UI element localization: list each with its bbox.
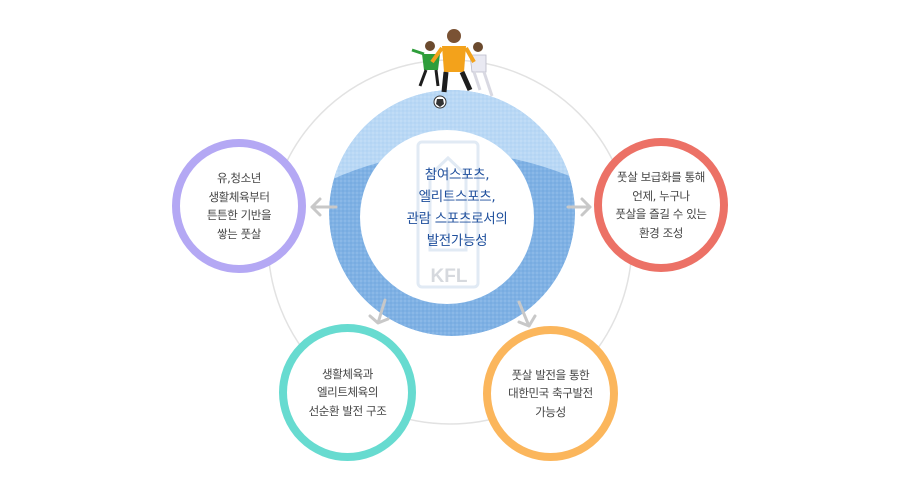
center-line: 엘리트스포츠, xyxy=(418,189,496,205)
arrow-right-icon xyxy=(566,197,592,217)
goal-circle-national-football: 풋살 발전을 통한 대한민국 축구발전 가능성 xyxy=(483,326,618,461)
node-line: 엘리트체육의 xyxy=(316,385,379,400)
kfl-watermark-text: KFL xyxy=(431,266,468,287)
arrow-down-left-icon xyxy=(368,298,390,325)
node-line: 언제, 누구나 xyxy=(632,188,690,203)
node-line: 쌓는 풋살 xyxy=(217,226,261,241)
node-line: 튼튼한 기반을 xyxy=(206,208,272,222)
node-line: 풋살을 즐길 수 있는 xyxy=(615,207,707,221)
node-line: 생활체육과 xyxy=(322,366,373,381)
goal-circle-popularization: 풋살 보급화를 통해 언제, 누구나 풋살을 즐길 수 있는 환경 조성 xyxy=(594,138,728,272)
node-line: 가능성 xyxy=(535,404,566,419)
center-line: 발전가능성 xyxy=(426,233,488,249)
node-line: 풋살 발전을 통한 xyxy=(511,367,590,382)
center-line: 관람 스포츠로서의 xyxy=(406,211,508,227)
node-line: 풋살 보급화를 통해 xyxy=(617,170,705,184)
center-vision-text: 참여스포츠, 엘리트스포츠, 관람 스포츠로서의 발전가능성 xyxy=(367,164,547,252)
center-line: 참여스포츠, xyxy=(424,167,490,183)
center-disc xyxy=(360,130,534,304)
kfl-emblem-watermark xyxy=(416,140,480,289)
node-line: 유,청소년 xyxy=(217,171,261,185)
soccer-players-image xyxy=(411,29,494,109)
node-line: 환경 조성 xyxy=(639,225,683,240)
goal-circle-youth: 유,청소년 생활체육부터 튼튼한 기반을 쌓는 풋살 xyxy=(172,139,306,273)
node-line: 생활체육부터 xyxy=(208,189,270,204)
arrow-down-right-icon xyxy=(517,300,537,328)
goal-circle-virtuous-cycle: 생활체육과 엘리트체육의 선순환 발전 구조 xyxy=(279,324,416,461)
node-line: 대한민국 축구발전 xyxy=(508,386,593,401)
node-line: 선순환 발전 구조 xyxy=(308,403,387,418)
arrow-left-icon xyxy=(310,197,338,217)
